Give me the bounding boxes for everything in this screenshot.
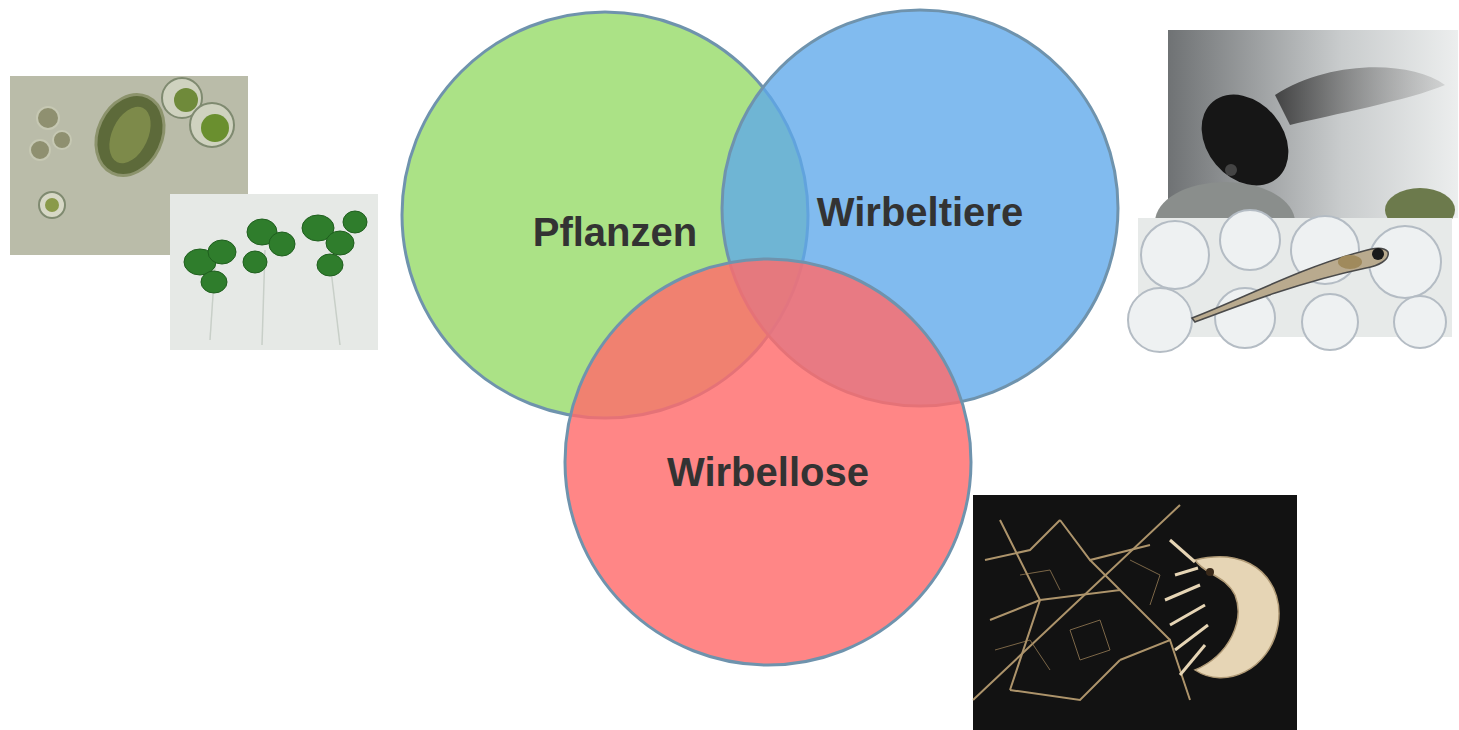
amphipod-photo bbox=[973, 495, 1297, 730]
circle-outline bbox=[565, 259, 971, 665]
zebrafish-photo bbox=[1128, 210, 1452, 352]
circle-label: Pflanzen bbox=[533, 209, 697, 255]
duckweed-photo bbox=[170, 194, 378, 350]
circle-label: Wirbeltiere bbox=[817, 189, 1023, 235]
venn-circle: Wirbellose bbox=[563, 257, 973, 667]
circle-label: Wirbellose bbox=[667, 449, 869, 495]
